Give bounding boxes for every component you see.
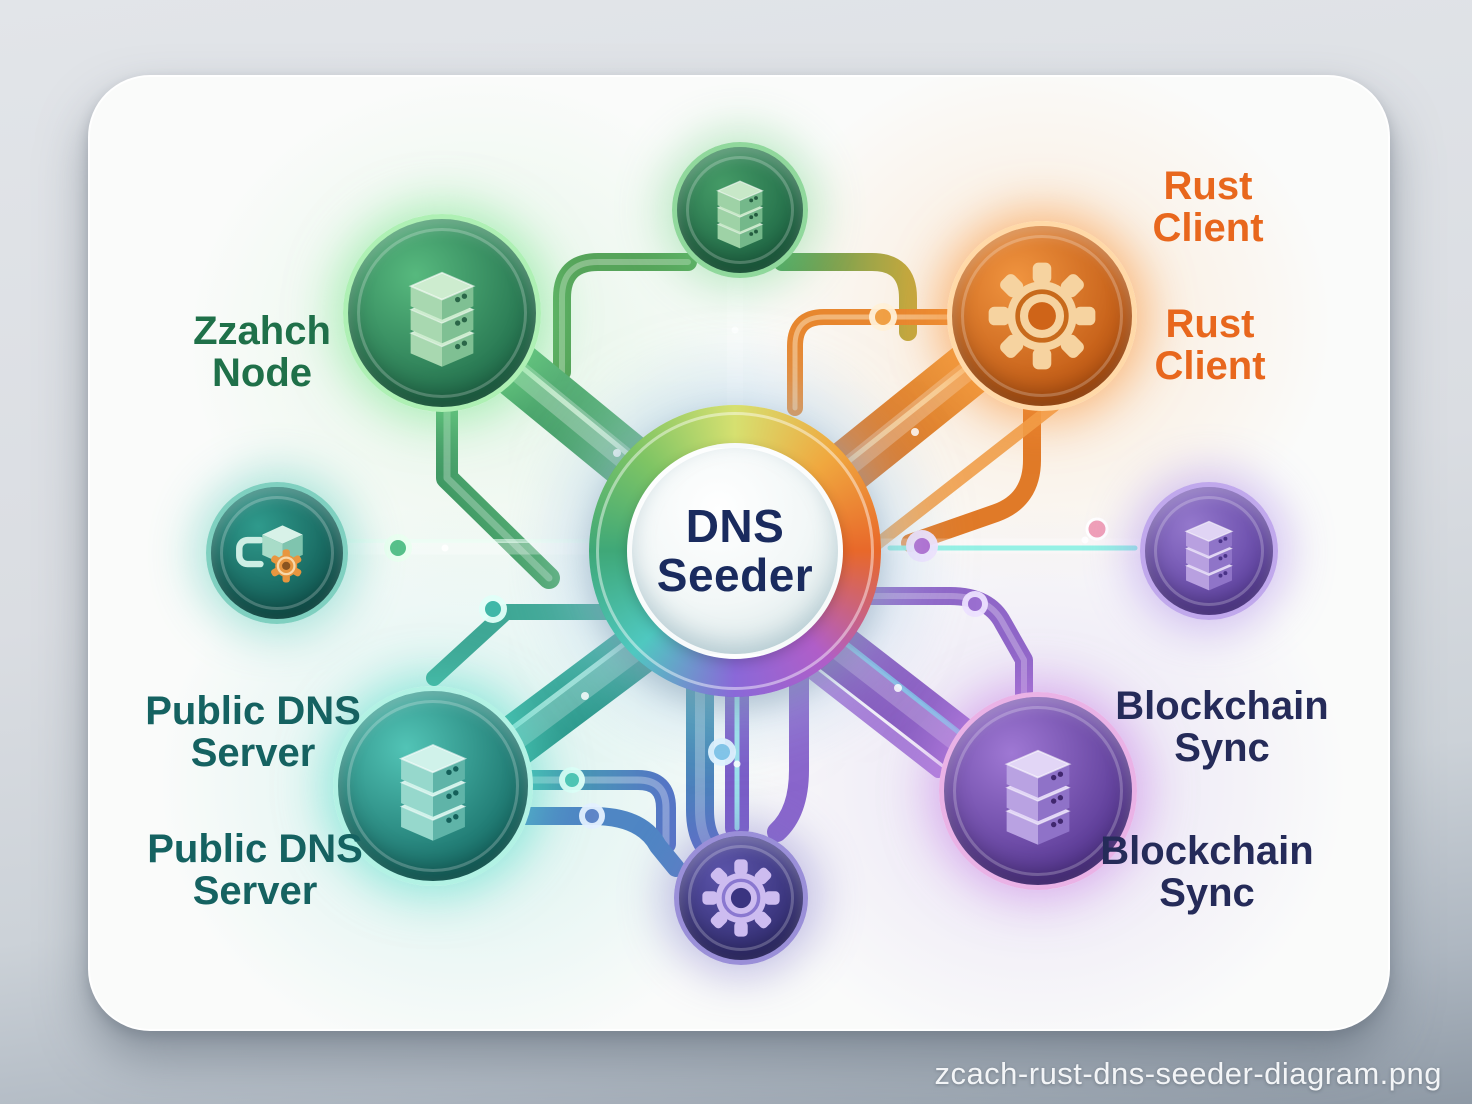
label-line: Client [1154,344,1266,388]
node-bottom [674,831,808,965]
label-public-dns-bottom: Public DNS Server [75,828,435,912]
label-line: Zzahch [193,309,331,353]
label-line: Client [1152,206,1264,250]
hub-line1: DNS [685,500,785,553]
hub-label: DNS Seeder [627,443,843,659]
node-left [206,482,348,624]
hub-line2: Seeder [656,549,814,601]
label-line: Sync [1174,726,1270,770]
label-line: Rust [1163,164,1253,208]
hub-dns-seeder: DNS Seeder [589,405,881,697]
server-stack-icon [1185,520,1233,591]
node-top [672,142,808,278]
label-blockchain-sync-top: Blockchain Sync [1062,685,1382,769]
label-rust-client-top: Rust Client [1078,165,1338,249]
label-line: Rust [1165,302,1255,346]
label-line: Blockchain [1115,684,1329,728]
gear-icon [702,859,780,937]
label-public-dns-top: Public DNS Server [73,690,433,774]
node-right [1140,482,1278,620]
server-stack-icon [716,180,764,249]
label-line: Server [190,731,316,775]
label-line: Sync [1159,871,1255,915]
filename-caption: zcach-rust-dns-seeder-diagram.png [934,1056,1442,1091]
label-zzahch-node: Zzahch Node [102,310,422,394]
label-blockchain-sync-bottom: Blockchain Sync [1047,830,1367,914]
label-line: Public DNS [147,827,363,871]
label-line: Server [192,869,318,913]
label-line: Node [212,351,312,395]
label-rust-client-bottom: Rust Client [1080,303,1340,387]
package-gear-icon [231,507,323,599]
label-line: Public DNS [145,689,361,733]
label-line: Blockchain [1100,829,1314,873]
